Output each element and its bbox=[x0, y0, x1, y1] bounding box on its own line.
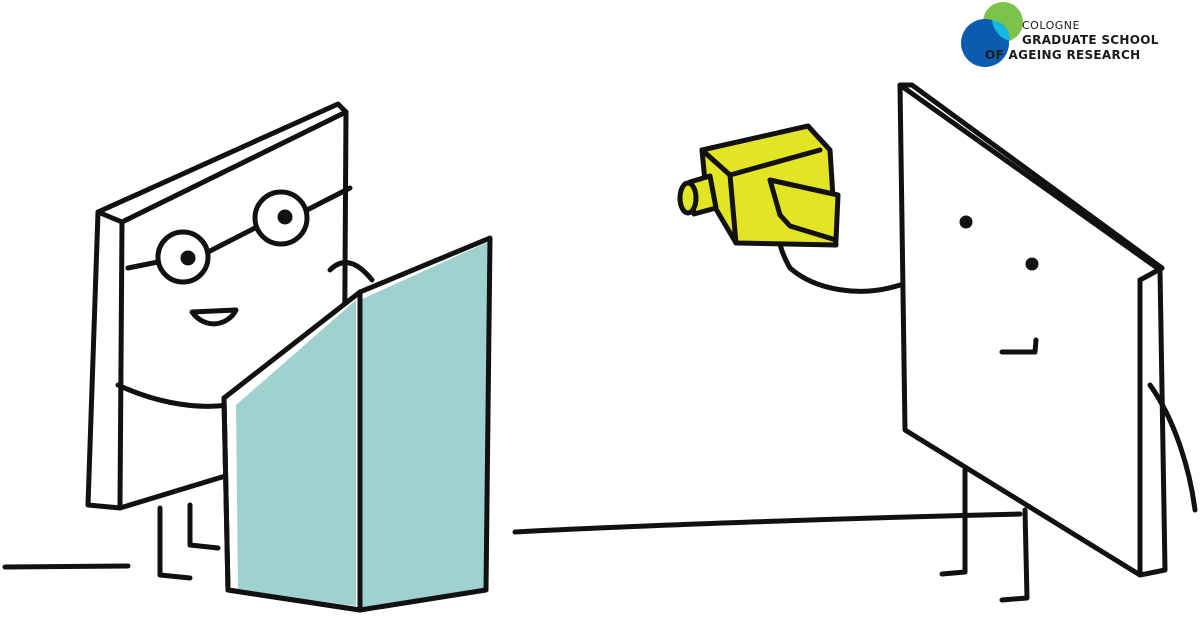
logo-line-1: COLOGNE bbox=[1022, 19, 1080, 32]
logo-mark bbox=[961, 2, 1023, 67]
camera-character bbox=[677, 82, 1198, 603]
logo-line-2: GRADUATE SCHOOL bbox=[1022, 33, 1159, 47]
ground-line-right bbox=[512, 511, 1023, 535]
logo-text: COLOGNE GRADUATE SCHOOL OF AGEING RESEAR… bbox=[985, 18, 1159, 63]
logo-line-3: OF AGEING RESEARCH bbox=[985, 48, 1141, 62]
ground-line-left bbox=[2, 563, 131, 570]
reader-character bbox=[85, 101, 493, 613]
